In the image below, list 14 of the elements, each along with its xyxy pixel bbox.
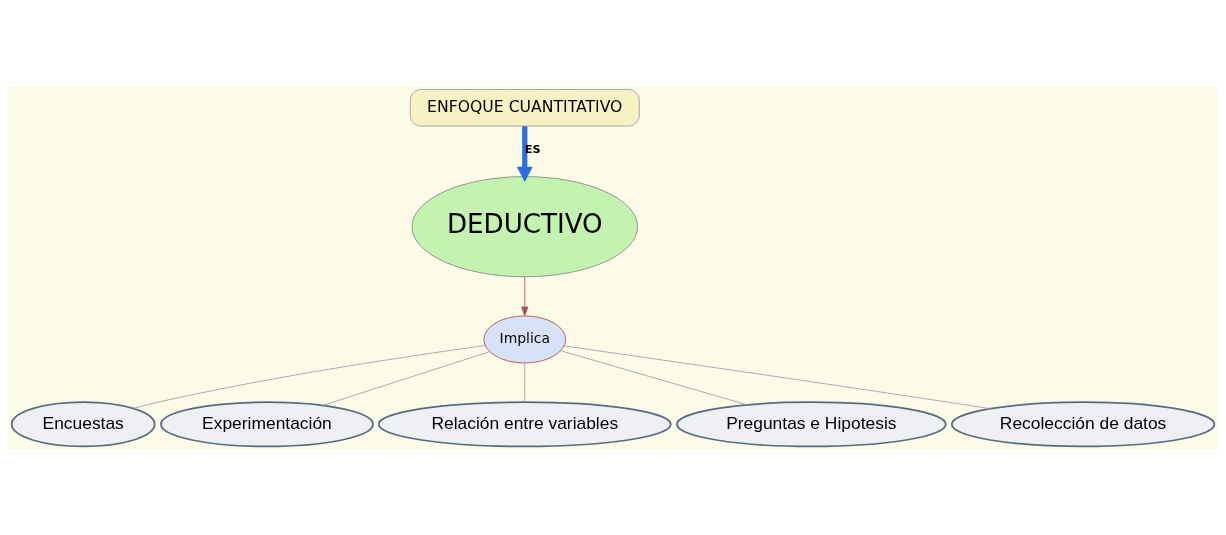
node-ellipse: DEDUCTIVO bbox=[411, 175, 638, 277]
connector bbox=[132, 344, 486, 409]
connector bbox=[563, 345, 991, 409]
node-ellipse: Relación entre variables bbox=[377, 400, 672, 447]
connector bbox=[524, 362, 526, 402]
node-ellipse: Preguntas e Hipotesis bbox=[676, 400, 947, 447]
node-ellipse: Encuestas bbox=[10, 400, 156, 447]
node-box: ENFOQUE CUANTITATIVO bbox=[409, 88, 640, 126]
connector bbox=[560, 349, 748, 405]
arrow bbox=[521, 275, 529, 316]
connector bbox=[322, 350, 491, 406]
node-ellipse: Implica bbox=[483, 315, 567, 363]
node-ellipse: Experimentación bbox=[160, 400, 374, 447]
node-ellipse: Recolección de datos bbox=[950, 400, 1216, 447]
